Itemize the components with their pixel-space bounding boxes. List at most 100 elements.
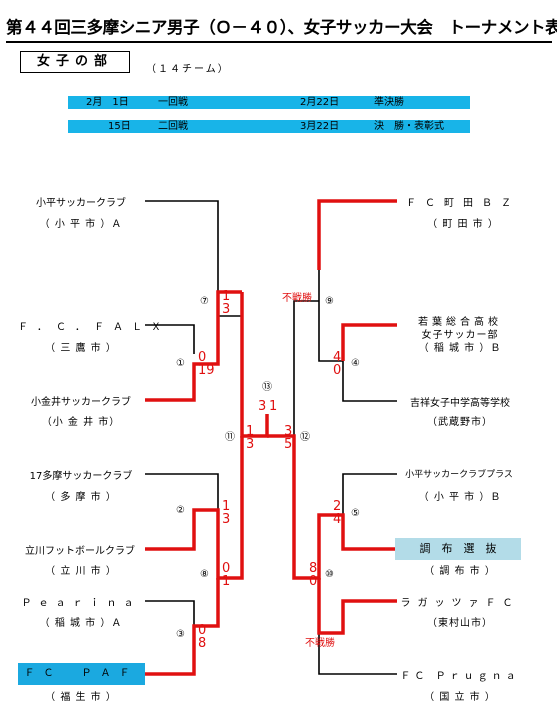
score: 2 bbox=[333, 499, 342, 514]
match-number: ⑨ bbox=[325, 296, 334, 307]
team-name: ＦＣ Ｐｒｕｇｎａ bbox=[400, 671, 520, 682]
schedule-date: 3月22日 bbox=[300, 121, 340, 132]
team-name: 小平サッカークラブ bbox=[36, 198, 126, 209]
team-name: Ｐｅａｒｉｎａ bbox=[21, 598, 141, 609]
score: 19 bbox=[198, 363, 215, 378]
winner-line bbox=[240, 292, 269, 438]
team-name: ラガッツァＦＣ bbox=[400, 598, 520, 609]
team-name: 小金井サッカークラブ bbox=[31, 397, 131, 408]
team-name: ＦＣ町田ＢＺ bbox=[406, 198, 520, 209]
winner-line bbox=[145, 578, 220, 676]
walkover-label: 不戦勝 bbox=[305, 638, 335, 649]
schedule-date: 2月 1日 bbox=[86, 97, 129, 108]
bracket-line bbox=[342, 361, 397, 402]
score: 1 bbox=[222, 289, 231, 304]
score: 3 bbox=[246, 437, 255, 452]
score: 8 bbox=[309, 561, 318, 576]
team-location: （ 三 鷹 市 ） bbox=[45, 343, 117, 354]
bracket-line bbox=[145, 600, 195, 626]
team-location: （ 稲 城 市 ）Ａ bbox=[39, 618, 123, 629]
schedule-round: 二回戦 bbox=[158, 121, 188, 132]
score: 1 bbox=[246, 424, 255, 439]
winner-line bbox=[145, 436, 244, 580]
schedule-date: 15日 bbox=[108, 121, 131, 132]
match-number: ① bbox=[176, 358, 185, 369]
team-location: （ 国 立 市 ） bbox=[424, 692, 496, 703]
schedule-date: 2月22日 bbox=[300, 97, 340, 108]
score: 0 bbox=[198, 623, 207, 638]
team-name: 17多摩サッカークラブ bbox=[29, 471, 133, 482]
team-name: 立川フットボールクラブ bbox=[25, 546, 135, 557]
schedule-round: 決 勝・表彰式 bbox=[374, 121, 444, 132]
match-number: ⑫ bbox=[300, 432, 310, 443]
team-name-line2: 女子サッカー部 bbox=[421, 330, 499, 341]
match-number: ⑬ bbox=[262, 382, 272, 393]
score: 0 bbox=[198, 350, 207, 365]
score: 8 bbox=[198, 636, 207, 651]
score: 5 bbox=[284, 437, 293, 452]
score: 4 bbox=[333, 512, 342, 527]
score: 4 bbox=[333, 350, 342, 365]
winner-line bbox=[267, 434, 397, 580]
match-number: ⑤ bbox=[351, 508, 360, 519]
team-location: （武蔵野市） bbox=[427, 417, 493, 428]
score: 0 bbox=[309, 574, 318, 589]
winner-line bbox=[317, 578, 397, 635]
schedule-round: 一回戦 bbox=[158, 97, 188, 108]
score: 3 bbox=[222, 512, 231, 527]
bracket-line bbox=[293, 300, 319, 436]
bracket-line bbox=[318, 270, 343, 362]
winner-line bbox=[145, 290, 242, 402]
match-number: ⑪ bbox=[225, 432, 235, 443]
title-underline bbox=[6, 41, 552, 43]
bracket-line bbox=[218, 315, 243, 436]
team-location: （ 小 平 市 ）Ｂ bbox=[418, 492, 502, 503]
team-location: （ 稲 城 市 ）Ｂ bbox=[418, 343, 502, 354]
team-location: （ 小 平 市 ）Ａ bbox=[39, 219, 123, 230]
bracket-line bbox=[342, 473, 397, 515]
bracket-line bbox=[318, 633, 397, 675]
match-number: ⑩ bbox=[325, 569, 334, 580]
bracket-line bbox=[145, 200, 219, 292]
score: 1 bbox=[222, 499, 231, 514]
bracket-line bbox=[145, 324, 195, 354]
team-location: （小 金 井 市） bbox=[41, 417, 121, 428]
team-location: （ 多 摩 市 ） bbox=[45, 492, 117, 503]
bracket-lines-black bbox=[145, 200, 397, 675]
bracket-lines-red bbox=[145, 199, 397, 676]
score: 0 bbox=[333, 363, 342, 378]
schedule-round: 準決勝 bbox=[374, 97, 404, 108]
score: 0 bbox=[222, 561, 231, 576]
match-number: ③ bbox=[176, 629, 185, 640]
team-location: （ 調 布 市 ） bbox=[424, 566, 496, 577]
match-number: ② bbox=[176, 505, 185, 516]
team-name: Ｆ．Ｃ．ＦＡＬＸ bbox=[18, 322, 170, 333]
match-number: ④ bbox=[351, 358, 360, 369]
score: 3 bbox=[222, 302, 231, 317]
match-number: ⑦ bbox=[200, 296, 209, 307]
score: 1 bbox=[222, 574, 231, 589]
page-title: 第４４回三多摩シニア男子（Ｏ－４０）、女子サッカー大会 トーナメント表 bbox=[6, 18, 557, 37]
score: 3 bbox=[284, 424, 293, 439]
team-name: 若葉総合高校 bbox=[418, 317, 502, 328]
team-location: （ 福 生 市 ） bbox=[45, 692, 117, 703]
bracket-line bbox=[145, 473, 219, 510]
team-name: 吉祥女子中学高等学校 bbox=[410, 398, 510, 409]
match-number: ⑧ bbox=[200, 569, 209, 580]
team-location: （東村山市） bbox=[427, 618, 493, 629]
walkover-label: 不戦勝 bbox=[282, 293, 312, 304]
team-name: ＦＣ ＰＡＦ bbox=[18, 663, 145, 685]
team-location: （ 町 田 市 ） bbox=[427, 219, 499, 230]
division-label: 女子の部 bbox=[20, 51, 130, 73]
schedule-row: 15日 二回戦 3月22日 決 勝・表彰式 bbox=[68, 120, 470, 133]
score: 3 bbox=[258, 399, 267, 414]
team-name: 小平サッカークラブプラス bbox=[405, 470, 513, 480]
team-name: 調 布 選 抜 bbox=[395, 538, 521, 560]
winner-line bbox=[341, 323, 397, 361]
team-location: （ 立 川 市 ） bbox=[45, 566, 117, 577]
winner-line bbox=[317, 199, 397, 270]
team-count: （１４チーム） bbox=[146, 64, 230, 75]
schedule-row: 2月 1日 一回戦 2月22日 準決勝 bbox=[68, 96, 470, 109]
